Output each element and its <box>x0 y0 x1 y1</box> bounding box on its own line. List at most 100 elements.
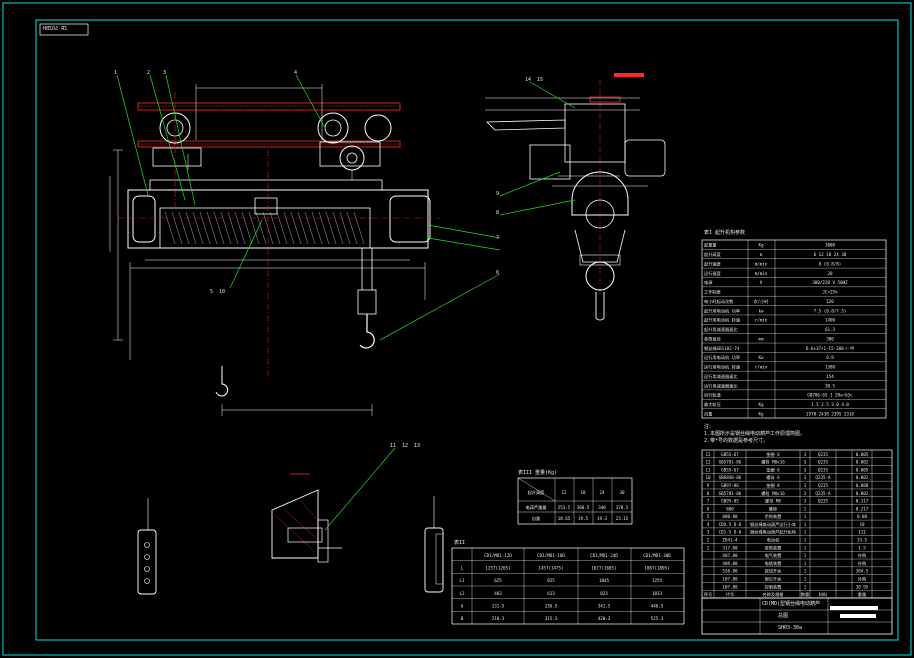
front-view <box>109 84 440 416</box>
side-pulley <box>585 261 615 291</box>
bom-cell: GB5781-86 <box>719 460 742 465</box>
bom-cell: 0.002 <box>856 475 869 480</box>
weight-cell: 23.15 <box>616 516 629 521</box>
bom-cell: 1 <box>804 514 807 519</box>
bom-cell: GB6848-86 <box>719 475 742 480</box>
param-label: 电源 <box>704 279 713 286</box>
part-label-3: 3 <box>163 70 167 76</box>
param-value: 300 <box>826 336 834 341</box>
bom-cell: 3 <box>804 460 807 465</box>
param-label: 工作制度 <box>704 289 722 296</box>
title-block <box>701 597 893 635</box>
bom-cell: 1 <box>804 538 807 543</box>
bom-cell: 407.00 <box>722 553 738 558</box>
note-line-1: 1.本图所示是钢丝绳电动葫芦工作原理简图。 <box>704 431 806 437</box>
param-unit: r/min <box>755 318 768 323</box>
weight-cell: 电葫芦重量 <box>526 504 547 511</box>
param-unit: kw <box>758 308 764 313</box>
param-unit: m/min <box>755 261 768 266</box>
side-drum <box>571 171 629 216</box>
param-label: 运行用减速器速比 <box>704 382 738 389</box>
bom-cell: 按钮开关 <box>765 568 782 575</box>
param-value: 1.5 2.5 3.0 4.0 <box>811 402 849 407</box>
weight-cell: 自重 <box>532 515 540 522</box>
bom-cell: 1 <box>804 569 807 574</box>
param-value: 7.5 (0.8/7.5) <box>814 308 847 313</box>
bom-cell: 3 <box>804 452 807 457</box>
param-value: 120 <box>826 299 834 304</box>
bom-footer-cell: 材料 <box>819 591 828 598</box>
bom-cell: 3 <box>804 467 807 472</box>
bom-cell: 控制装置 <box>765 583 782 590</box>
bom-cell: 螺母 M8 <box>765 498 781 505</box>
weight-header-cell: 起升高度 <box>528 489 546 496</box>
dim-header-cell: CD1/MD1-12D <box>484 553 512 558</box>
dim-cell: 1255 <box>652 578 663 583</box>
bom-cell: 1 <box>804 545 807 550</box>
end-cap-left <box>132 195 156 243</box>
param-value: D-6x37+1-15-200-Ⅰ-甲 <box>806 346 854 352</box>
dim-cell: A <box>461 604 464 609</box>
leader-lines <box>116 74 576 531</box>
weight-header-cell: 18 <box>580 490 586 495</box>
bom-cell: 0.008 <box>856 483 869 488</box>
dim-cell: 1033 <box>652 591 663 596</box>
bom-cell: 钢丝绳电动葫芦起升机构 <box>750 529 796 536</box>
hook <box>359 314 375 349</box>
param-unit: Kw <box>758 355 764 360</box>
bom-cell: 0.117 <box>856 499 869 504</box>
bom-cell: GB55-67 <box>721 452 739 457</box>
part-label-9: 9 <box>496 191 500 197</box>
dim-cell: L1 <box>459 578 465 583</box>
bom-cell: 电动机 <box>767 537 780 544</box>
dim-cell: 1045 <box>599 578 610 583</box>
param-value: 20 <box>827 271 833 276</box>
bom-cell: 520.00 <box>722 569 738 574</box>
weight-cell: 19.3 <box>597 516 608 521</box>
hook-block <box>357 289 377 315</box>
dim-cell: 210.3 <box>492 616 505 621</box>
bom-cell: 409.00 <box>722 561 738 566</box>
bom-cell: 30.95 <box>856 584 869 589</box>
weight-cell: 378.5 <box>616 505 629 510</box>
title-block-code: SH03-30a <box>778 625 803 631</box>
bom-cell: 111 <box>858 530 866 535</box>
weight-cell: 18.65 <box>558 516 571 521</box>
mirrored-code-box <box>39 23 89 36</box>
side-rail-flange <box>614 73 644 77</box>
param-label: 起升速度 <box>704 260 722 267</box>
bom-cell: 0.005 <box>856 467 869 472</box>
param-label: 卷筒直径 <box>704 335 721 342</box>
param-label: 起升用电动机 功率 <box>704 307 740 314</box>
bom-cell: 0.217 <box>856 506 869 511</box>
param-label: 起重量 <box>704 242 717 249</box>
param-value: 6 12 18 24 30 <box>814 252 847 257</box>
param-label: 自重 <box>704 410 712 417</box>
bom-cell: 限位开关 <box>765 575 782 582</box>
part-label-6: 6 <box>496 270 500 276</box>
bom-cell: 1.5 <box>858 545 866 550</box>
bom-cell: 外购 <box>858 560 866 567</box>
param-label: 运行用减速器速比 <box>704 373 738 380</box>
part-label-14: 14 <box>525 77 532 83</box>
param-label: 运行用电动机 功率 <box>704 354 740 361</box>
hoist-body <box>127 189 429 249</box>
bom-footer-cell: 数量 <box>801 591 809 598</box>
wheel-right <box>317 112 349 144</box>
param-value: 380/220 V 50HZ <box>812 280 848 285</box>
bom-cell: 1 <box>804 506 807 511</box>
part-label-8: 8 <box>496 210 500 216</box>
param-unit: m/min <box>755 271 768 276</box>
bom-cell: 电缆装置 <box>765 560 782 567</box>
param-value: 1400 <box>825 318 836 323</box>
bom-cell: 1 <box>804 576 807 581</box>
dim-cell: 315.3 <box>545 616 558 621</box>
side-trolley <box>564 103 626 163</box>
bom-cell: 10 <box>705 475 711 480</box>
bom-cell: Q235 <box>818 499 829 504</box>
param-table-title: 表1 起升机构参数 <box>704 230 746 236</box>
param-label: 运行轨道 <box>704 392 722 399</box>
